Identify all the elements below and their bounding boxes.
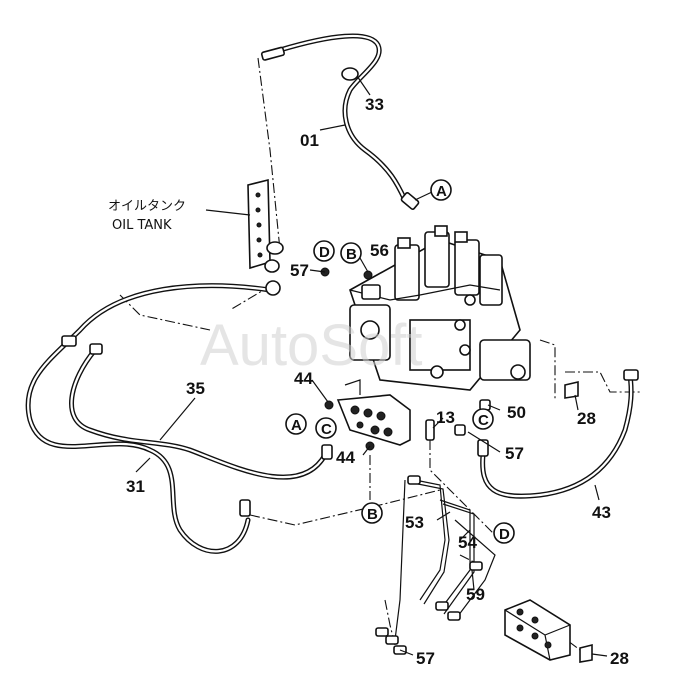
part-number-28-right: 28 (577, 409, 596, 428)
part-number-59: 59 (466, 585, 485, 604)
circle-label-c-right: C (472, 408, 494, 430)
svg-text:C: C (321, 421, 332, 438)
svg-text:B: B (346, 246, 357, 263)
oil-tank-label-en: OIL TANK (112, 218, 172, 233)
watermark: AutoSoft (200, 313, 422, 378)
circle-label-b-top: B (340, 242, 362, 264)
circle-label-c-left: C (315, 417, 337, 439)
circle-label-b-bottom: B (361, 502, 383, 524)
part-number-33: 33 (365, 95, 384, 114)
bottom-manifold (504, 599, 571, 661)
hose-01 (260, 33, 420, 210)
part-number-50: 50 (507, 403, 526, 422)
svg-text:A: A (291, 417, 302, 434)
oil-tank-label-jp: オイルタンク (108, 199, 186, 214)
circle-label-d-bottom: D (493, 522, 515, 544)
svg-text:D: D (319, 244, 330, 261)
part-number-56: 56 (370, 241, 389, 260)
part-number-35: 35 (186, 379, 205, 398)
circle-label-d-top: D (313, 240, 335, 262)
circle-label-a-left: A (285, 413, 307, 435)
hose-43 (477, 369, 639, 499)
leader-lines (135, 75, 608, 657)
part-number-43: 43 (592, 503, 611, 522)
hose-31-35 (25, 283, 333, 554)
control-valve (349, 225, 531, 391)
oil-tank-bracket (247, 178, 284, 296)
part-number-13: 13 (436, 408, 455, 427)
svg-text:C: C (478, 412, 489, 429)
part-number-01: 01 (300, 131, 319, 150)
part-number-57-top: 57 (290, 261, 309, 280)
bottom-fittings (375, 627, 407, 655)
part-number-53: 53 (405, 513, 424, 532)
svg-text:B: B (367, 506, 378, 523)
svg-text:A: A (436, 183, 447, 200)
pilot-tubes (394, 475, 496, 641)
reference-lines (119, 57, 640, 651)
part-number-28-bottom: 28 (610, 649, 629, 668)
part-number-54: 54 (458, 533, 477, 552)
part-number-44-top: 44 (294, 369, 313, 388)
circle-label-a-top: A (430, 179, 452, 201)
pilot-manifold (336, 379, 411, 446)
part-number-57-mid: 57 (505, 444, 524, 463)
svg-text:D: D (499, 526, 510, 543)
part-number-57-bottom: 57 (416, 649, 435, 668)
part-number-31: 31 (126, 477, 145, 496)
fittings (320, 267, 593, 663)
part-number-44-mid: 44 (336, 448, 355, 467)
